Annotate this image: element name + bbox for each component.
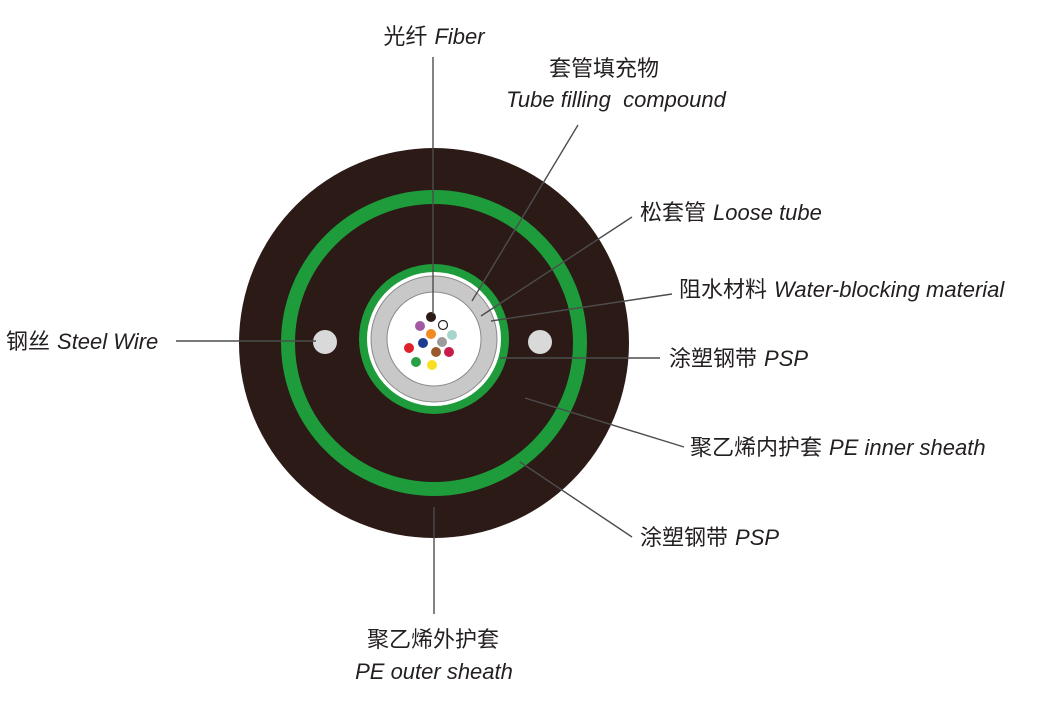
label-psp-inner: 涂塑钢带 PSP [669,346,808,372]
label-tube-filling-en: Tube filling compound [506,87,726,112]
fiber-red [404,343,414,353]
leader-pe-inner [524,397,685,448]
label-water-blocking: 阻水材料 Water-blocking material [679,277,1005,303]
fiber-black [426,312,436,322]
fiber-brown [431,347,441,357]
tube-filling-compound [386,291,482,387]
fiber-blue [418,338,428,348]
labels: 光纤 Fiber 套管填充物 Tube filling compound 松套管… [6,24,1005,684]
label-tube-filling-zh: 套管填充物 [549,57,659,82]
fiber-orange [426,329,436,339]
label-psp-outer: 涂塑钢带 PSP [640,525,779,551]
fiber-green [411,357,421,367]
leader-tube-filling [471,124,579,302]
fiber-rose [444,347,454,357]
leader-lines [176,57,685,614]
label-pe-outer-en: PE outer sheath [355,659,513,684]
label-pe-outer-zh: 聚乙烯外护套 [367,628,499,653]
cable-cross-section [239,148,629,538]
steel-wire-right [528,330,552,354]
fiber-gray [437,337,447,347]
label-pe-inner: 聚乙烯内护套 PE inner sheath [690,435,986,461]
label-fiber: 光纤 Fiber [383,24,486,50]
fiber-aqua [447,330,457,340]
leader-loose-tube [480,216,633,317]
label-loose-tube: 松套管 Loose tube [640,200,822,226]
steel-wire-left [313,330,337,354]
fiber-white [437,319,449,331]
psp-outer-ring [281,190,587,496]
fiber-violet [415,321,425,331]
label-steel-wire: 钢丝 Steel Wire [6,329,158,355]
fiber-bundle [404,312,457,370]
leader-psp-outer [519,461,633,538]
leader-water-blocking [490,293,673,322]
fiber-yellow [427,360,437,370]
